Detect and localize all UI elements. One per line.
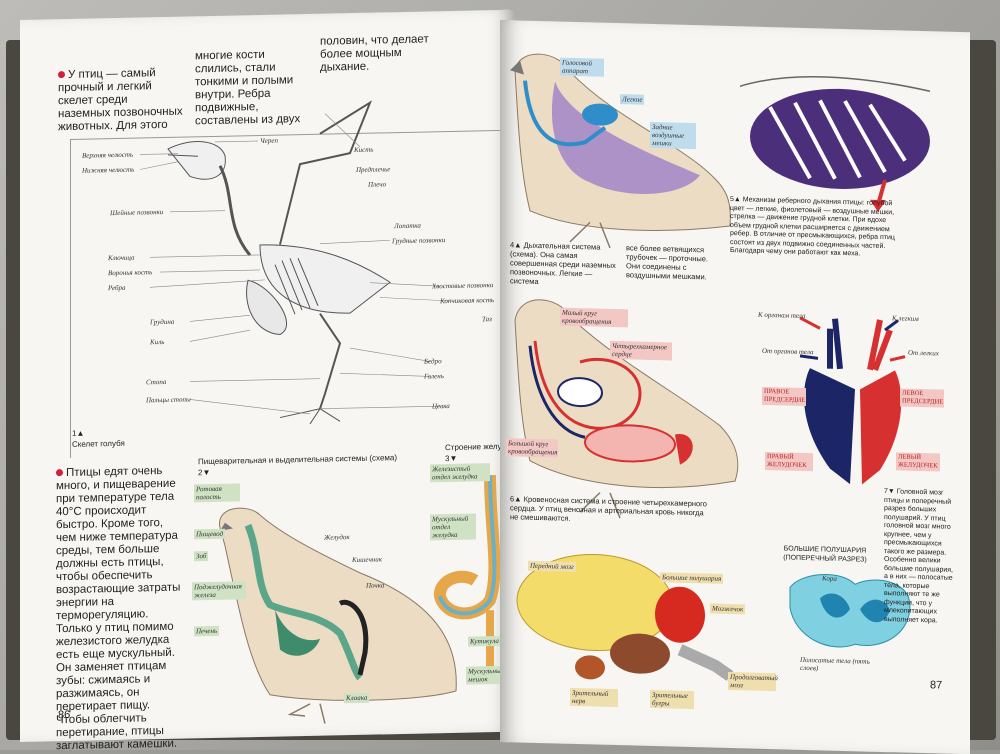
left-page: У птиц — самый прочный и легкий скелет с…	[20, 9, 515, 752]
pigeon-skeleton-drawing	[139, 100, 451, 425]
respiratory-system-drawing	[510, 53, 731, 249]
fig7-caption: 7▼ Головной мозг птицы и поперечный разр…	[884, 488, 954, 624]
label-cortex: Кора	[822, 574, 837, 583]
right-page: Голосовой аппарат Легкие Задние воздушны…	[500, 20, 970, 754]
label-optic-nerve: Зрительный нерв	[570, 687, 618, 708]
stomach-drawing	[434, 475, 501, 671]
label-optic-lobes: Зрительные бугры	[650, 689, 694, 710]
label-forebrain: Передний мозг	[528, 560, 576, 572]
label-medulla: Продолговатый мозг	[728, 671, 778, 692]
digestive-system-drawing	[219, 507, 457, 724]
page-number-left: 86	[58, 708, 71, 722]
label-glandular-stomach: Железистый отдел желудка	[430, 463, 490, 483]
label-striatum: Полосатые тела (пять слоев)	[800, 655, 870, 673]
heart-diagram	[799, 316, 906, 485]
label-muscular-stomach: Мускульный отдел желудка	[430, 513, 476, 541]
hemispheres-title: БОЛЬШИЕ ПОЛУШАРИЯ (ПОПЕРЕЧНЫЙ РАЗРЕЗ)	[783, 545, 867, 564]
label-cuticle: Кутикула	[468, 635, 501, 647]
rib-breathing-drawing	[739, 76, 931, 212]
brain-drawing	[516, 553, 911, 681]
page-number-right: 87	[930, 679, 943, 692]
label-hemispheres: Большие полушария	[660, 572, 724, 584]
label-cerebellum: Мозжечок	[710, 603, 746, 615]
